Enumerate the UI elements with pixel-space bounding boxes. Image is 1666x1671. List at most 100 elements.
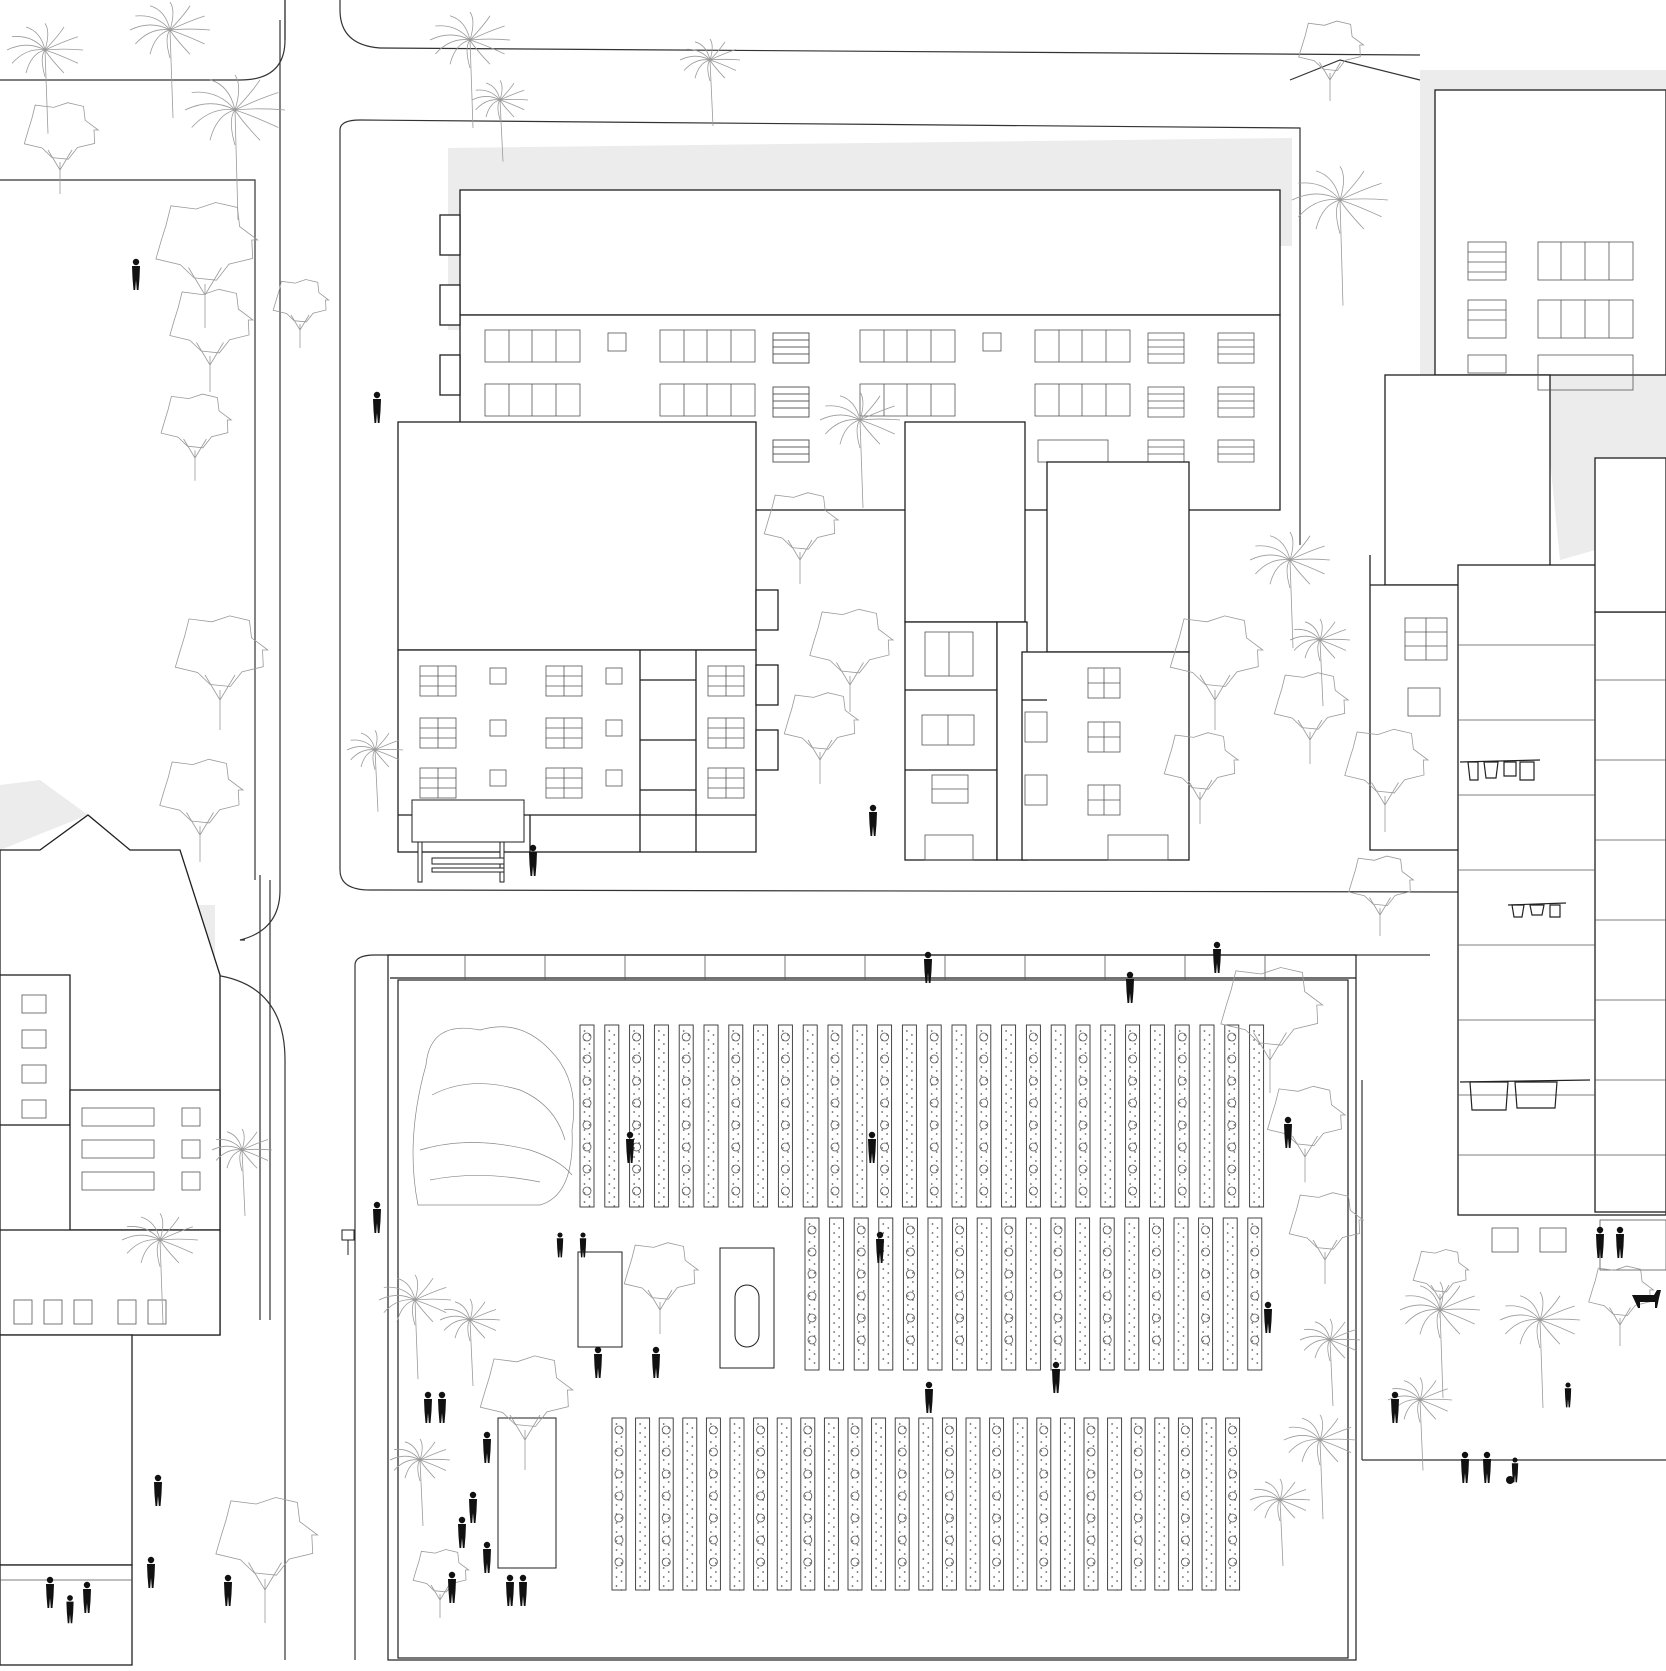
raised-bed [952, 1217, 968, 1371]
person-silhouette [1483, 1451, 1491, 1483]
palm-tree [1299, 1318, 1361, 1407]
person-silhouette [1511, 1457, 1519, 1483]
lower-bed-row [611, 1417, 1241, 1591]
raised-bed [902, 1217, 918, 1371]
canopy-tree [1163, 732, 1240, 824]
palm-tree [1249, 531, 1331, 649]
raised-bed [1148, 1217, 1164, 1371]
raised-bed [918, 1417, 934, 1591]
raised-bed [1025, 1217, 1041, 1371]
person-silhouette [925, 1381, 933, 1413]
raised-bed [579, 1024, 595, 1208]
raised-bed [1075, 1217, 1091, 1371]
tower-floor-lines [1458, 644, 1666, 1271]
raised-bed [1059, 1417, 1075, 1591]
ball [1506, 1476, 1514, 1484]
raised-bed [1012, 1417, 1028, 1591]
person-silhouette [66, 1595, 74, 1624]
canopy-tree [1588, 1265, 1655, 1346]
person-silhouette [626, 1131, 634, 1163]
raised-bed [1149, 1024, 1165, 1208]
compost-mound [412, 1026, 575, 1206]
person-silhouette [132, 258, 140, 290]
person-silhouette [1596, 1226, 1604, 1258]
building-e [0, 814, 221, 1666]
dog-silhouette [1632, 1290, 1661, 1308]
tower [1457, 457, 1666, 1216]
person-silhouette [373, 391, 381, 423]
raised-bed [753, 1417, 769, 1591]
palm-tree [1387, 1377, 1453, 1471]
canopy-tree [783, 692, 860, 784]
raised-bed [1001, 1024, 1017, 1208]
person-silhouette [868, 1131, 876, 1163]
bus-shelter [411, 799, 525, 883]
canopy-tree [169, 288, 255, 392]
canopy-tree [1298, 20, 1365, 101]
raised-bed [682, 1417, 698, 1591]
building-e-windows [0, 994, 201, 1581]
person-silhouette [483, 1431, 491, 1463]
canopy-tree [809, 608, 895, 712]
canopy-tree [412, 1549, 470, 1618]
raised-bed [729, 1417, 745, 1591]
garden-structures [497, 1247, 775, 1569]
palm-tree [1291, 166, 1389, 306]
raised-bed [804, 1217, 820, 1371]
person-silhouette [519, 1574, 527, 1606]
person-silhouette [1391, 1391, 1399, 1423]
raised-bed [1201, 1417, 1217, 1591]
raised-bed [1249, 1024, 1265, 1208]
palm-tree [1399, 1281, 1481, 1399]
person-silhouette [1213, 941, 1221, 973]
palm-tree [346, 730, 404, 812]
palm-tree [429, 11, 511, 129]
raised-bed [1154, 1417, 1170, 1591]
canopy-tree [1273, 672, 1350, 764]
raised-bed [1199, 1024, 1215, 1208]
building-d-windows [1404, 241, 1634, 717]
building-b [397, 421, 779, 853]
raised-bed [728, 1024, 744, 1208]
canopy-tree [1266, 1085, 1347, 1183]
person-silhouette [483, 1541, 491, 1573]
raised-bed [1198, 1217, 1214, 1371]
raised-bed [1001, 1217, 1017, 1371]
palm-tree [439, 1298, 501, 1387]
raised-bed [1124, 1217, 1140, 1371]
raised-bed [1025, 1024, 1041, 1208]
person-silhouette [224, 1574, 232, 1606]
raised-bed [1177, 1417, 1193, 1591]
raised-bed [604, 1024, 620, 1208]
person-silhouette [579, 1232, 587, 1258]
canopy-tree [23, 102, 100, 194]
person-silhouette [869, 804, 877, 836]
palm-tree [378, 1274, 452, 1380]
canopy-tree [479, 1355, 575, 1470]
raised-bed [894, 1417, 910, 1591]
canopy-tree [1288, 1192, 1365, 1284]
person-silhouette [556, 1232, 564, 1258]
raised-bed [852, 1024, 868, 1208]
raised-bed [1100, 1024, 1116, 1208]
raised-bed [1050, 1024, 1066, 1208]
people-silhouettes [46, 258, 1661, 1624]
raised-bed [658, 1417, 674, 1591]
raised-bed [678, 1024, 694, 1208]
person-silhouette [373, 1201, 381, 1233]
canopy-tree [272, 279, 330, 348]
person-silhouette [876, 1231, 884, 1263]
raised-bed [776, 1417, 792, 1591]
canopy-tree [1220, 967, 1324, 1093]
canopy-tree [763, 492, 840, 584]
palm-tree [6, 23, 84, 134]
raised-bed [1099, 1217, 1115, 1371]
person-silhouette [458, 1516, 466, 1548]
person-silhouette [1052, 1361, 1060, 1393]
upper-bed-row [579, 1024, 1265, 1208]
building-c [904, 421, 1190, 861]
person-silhouette [506, 1574, 514, 1606]
person-silhouette [1616, 1226, 1624, 1258]
raised-bed [853, 1217, 869, 1371]
